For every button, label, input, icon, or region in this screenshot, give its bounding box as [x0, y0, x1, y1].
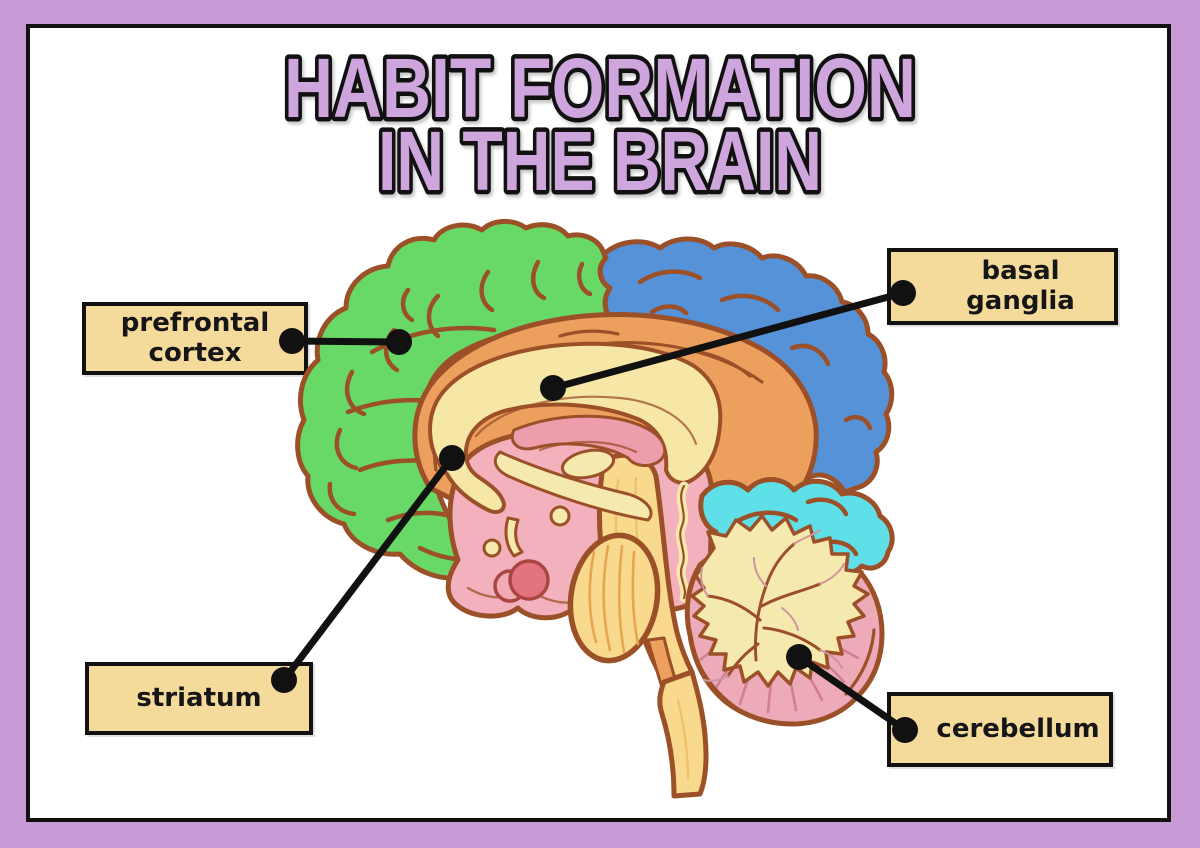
- label-box-striatum: striatum: [85, 662, 313, 735]
- label-prefrontal-line2: cortex: [148, 337, 242, 368]
- label-striatum-text: striatum: [136, 682, 262, 713]
- label-box-prefrontal-cortex: prefrontal cortex: [82, 302, 308, 375]
- label-box-basal-ganglia: basal ganglia: [887, 248, 1118, 325]
- label-prefrontal-line1: prefrontal: [120, 308, 270, 339]
- label-basal-ganglia-text: basal ganglia: [966, 256, 1075, 316]
- label-cerebellum-text: cerebellum: [936, 713, 1100, 744]
- label-box-cerebellum: cerebellum: [887, 692, 1113, 767]
